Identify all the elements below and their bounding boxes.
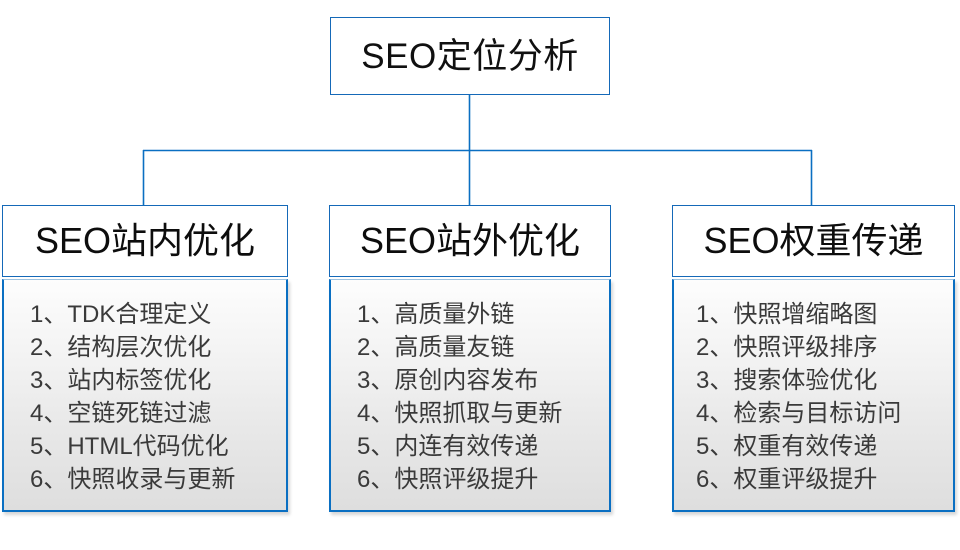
root-node-title: SEO定位分析	[361, 36, 579, 76]
list-item: 2、快照评级排序	[696, 334, 878, 361]
branch-header-3[interactable]: SEO权重传递	[672, 205, 955, 277]
branch-column-3: SEO权重传递 1、快照增缩略图 2、快照评级排序 3、搜索体验优化 4、检索与…	[672, 205, 955, 512]
branch-item-list-3: 1、快照增缩略图 2、快照评级排序 3、搜索体验优化 4、检索与目标访问 5、权…	[674, 298, 953, 496]
list-item: 5、内连有效传递	[357, 433, 539, 460]
list-item: 3、搜索体验优化	[696, 367, 878, 394]
branch-column-1: SEO站内优化 1、TDK合理定义 2、结构层次优化 3、站内标签优化 4、空链…	[2, 205, 288, 512]
list-item: 5、权重有效传递	[696, 433, 878, 460]
branch-header-1[interactable]: SEO站内优化	[2, 205, 288, 277]
branch-header-title-3: SEO权重传递	[703, 220, 924, 261]
list-item: 3、站内标签优化	[30, 367, 212, 394]
list-item: 3、原创内容发布	[357, 367, 539, 394]
list-item: 4、快照抓取与更新	[357, 400, 563, 427]
branch-header-title-1: SEO站内优化	[34, 220, 256, 261]
list-item: 6、快照评级提升	[357, 466, 539, 493]
branch-column-2: SEO站外优化 1、高质量外链 2、高质量友链 3、原创内容发布 4、快照抓取与…	[329, 205, 611, 512]
branch-header-title-2: SEO站外优化	[359, 220, 581, 261]
branch-body-2: 1、高质量外链 2、高质量友链 3、原创内容发布 4、快照抓取与更新 5、内连有…	[329, 279, 611, 512]
list-item: 1、TDK合理定义	[30, 301, 212, 328]
list-item: 2、结构层次优化	[30, 334, 212, 361]
list-item: 4、检索与目标访问	[696, 400, 902, 427]
list-item: 6、快照收录与更新	[30, 466, 236, 493]
branch-body-3: 1、快照增缩略图 2、快照评级排序 3、搜索体验优化 4、检索与目标访问 5、权…	[672, 279, 955, 512]
list-item: 6、权重评级提升	[696, 466, 878, 493]
list-item: 1、快照增缩略图	[696, 301, 878, 328]
branch-item-list-2: 1、高质量外链 2、高质量友链 3、原创内容发布 4、快照抓取与更新 5、内连有…	[331, 298, 609, 496]
branch-body-1: 1、TDK合理定义 2、结构层次优化 3、站内标签优化 4、空链死链过滤 5、H…	[2, 279, 288, 512]
branch-header-2[interactable]: SEO站外优化	[329, 205, 611, 277]
list-item: 4、空链死链过滤	[30, 400, 212, 427]
branch-item-list-1: 1、TDK合理定义 2、结构层次优化 3、站内标签优化 4、空链死链过滤 5、H…	[4, 298, 286, 496]
root-node[interactable]: SEO定位分析	[330, 17, 610, 95]
list-item: 5、HTML代码优化	[30, 433, 229, 460]
list-item: 2、高质量友链	[357, 334, 515, 361]
list-item: 1、高质量外链	[357, 301, 515, 328]
